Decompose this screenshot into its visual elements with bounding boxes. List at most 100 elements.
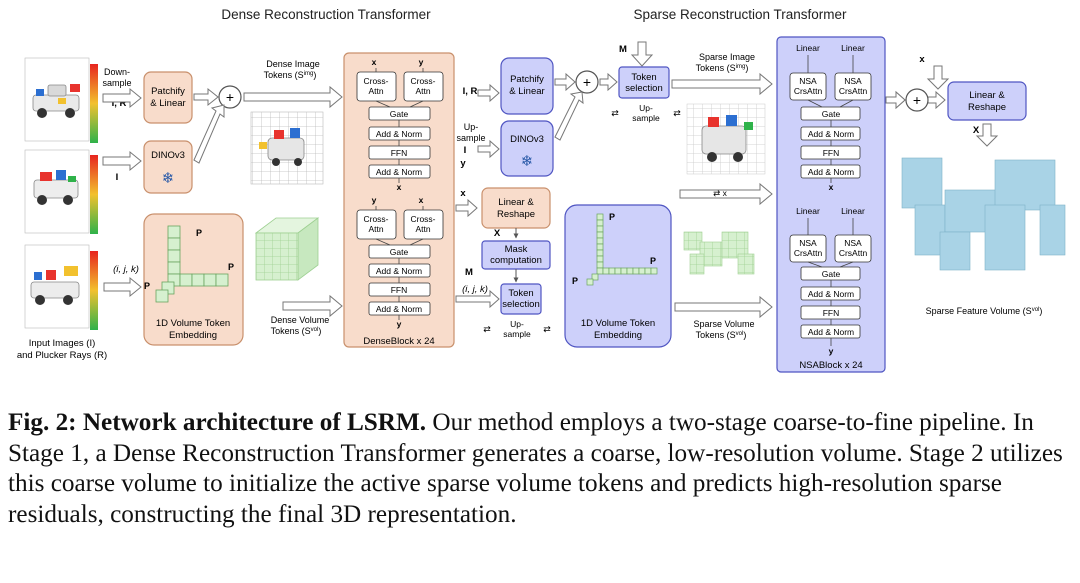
input-caption-line2: and Plucker Rays (R) — [17, 350, 107, 361]
svg-text:Gate: Gate — [390, 109, 409, 119]
swap-icon: ⇄ — [611, 108, 619, 118]
snowflake-icon: ❄ — [521, 153, 534, 170]
svg-text:Patchify& Linear: Patchify& Linear — [150, 86, 185, 109]
middle-upsample-label: Up-sample — [456, 122, 485, 143]
svg-text:+: + — [913, 92, 921, 108]
svg-text:Linear &Reshape: Linear &Reshape — [497, 197, 535, 220]
svg-text:Add & Norm: Add & Norm — [808, 129, 854, 139]
svg-text:Add & Norm: Add & Norm — [376, 266, 422, 276]
middle-patchify-box: Patchify& Linear — [500, 57, 554, 115]
svg-text:y: y — [829, 346, 834, 356]
input-image-2 — [24, 149, 98, 234]
input-caption-line1: Input Images (I) — [29, 338, 96, 349]
svg-text:Add & Norm: Add & Norm — [376, 304, 422, 314]
svg-text:1D Volume Token: 1D Volume Token — [581, 318, 655, 329]
dense-volume-embedding-box: P P P 1D Volume Token Embedding — [143, 213, 244, 346]
svg-text:y: y — [397, 319, 402, 329]
output-add-node: + — [905, 88, 929, 112]
svg-text:Cross-Attn: Cross-Attn — [363, 214, 388, 234]
input-image-3 — [24, 244, 98, 330]
middle-i-label: I — [464, 145, 467, 156]
svg-text:NSABlock x 24: NSABlock x 24 — [799, 360, 862, 371]
svg-text:Gate: Gate — [390, 247, 409, 257]
sparse-feature-volume — [901, 157, 1066, 271]
hollow-arrows-middle — [455, 83, 500, 309]
svg-text:1D Volume Token: 1D Volume Token — [156, 318, 230, 329]
dense-patchify-box: Patchify& Linear — [143, 71, 193, 124]
denseblock-lower: y x Cross-Attn Cross-Attn Gate Add & Nor… — [356, 195, 444, 329]
svg-text:Embedding: Embedding — [169, 330, 217, 341]
input-image-1 — [24, 57, 98, 143]
figure-caption: Fig. 2: Network architecture of LSRM. Ou… — [8, 408, 1074, 530]
caption-text: Our method employs a two-stage coarse-to… — [8, 409, 1063, 528]
denseblock-upper: x y Cross-Attn Cross-Attn Gate Add & Nor… — [356, 57, 444, 192]
svg-text:P: P — [650, 256, 656, 266]
dense-image-token-grid — [250, 111, 324, 185]
svg-text:P: P — [572, 276, 578, 286]
input-ir-label: I, R — [112, 98, 127, 109]
mimg-label: M — [619, 44, 627, 55]
svg-text:Linear &Reshape: Linear &Reshape — [968, 90, 1006, 113]
upsample-upper-label: Up-sample — [632, 103, 660, 123]
middle-ijk-label: (i, j, k) — [462, 284, 488, 295]
svg-text:x: x — [397, 182, 402, 192]
toy-car-icon — [30, 266, 80, 305]
sparse-volume-embedding-box: P P P 1D Volume Token Embedding — [564, 204, 672, 348]
svg-text:Linear: Linear — [841, 206, 865, 216]
output-linear-reshape-box: Linear &Reshape — [947, 81, 1027, 121]
svg-text:FFN: FFN — [391, 285, 408, 295]
svg-text:FFN: FFN — [823, 308, 840, 318]
middle-ir-label: I, R — [463, 86, 478, 97]
svg-text:Linear: Linear — [796, 43, 820, 53]
sparse-title: Sparse Reconstruction Transformer — [633, 7, 847, 22]
dense-dinov3-box: DINOv3 ❄ — [143, 140, 193, 194]
svg-text:P: P — [196, 228, 202, 238]
middle-dinov3-box: DINOv3 ❄ — [500, 120, 554, 177]
snowflake-icon: ❄ — [162, 170, 175, 187]
svg-text:Cross-Attn: Cross-Attn — [363, 76, 388, 96]
sparse-add-node: + — [575, 70, 599, 94]
svg-text:Add & Norm: Add & Norm — [808, 167, 854, 177]
toy-car-icon — [33, 170, 79, 205]
svg-text:+: + — [583, 74, 591, 90]
upsample-lower-label: Up-sample — [503, 319, 531, 339]
hollow-arrows-output — [885, 90, 906, 110]
svg-text:Patchify& Linear: Patchify& Linear — [509, 74, 544, 97]
swap-icon: ⇄ — [673, 108, 681, 118]
svg-text:Add & Norm: Add & Norm — [376, 167, 422, 177]
hollow-arrows-sparse-mid — [554, 41, 999, 319]
dense-add-node: + — [218, 85, 242, 109]
output-xd-up-label: x — [919, 54, 925, 65]
svg-text:DINOv3: DINOv3 — [510, 134, 544, 145]
svg-text:FFN: FFN — [391, 148, 408, 158]
downsample-label: Down-sample — [102, 67, 131, 88]
sparse-image-token-grid — [686, 103, 766, 175]
svg-text:Add & Norm: Add & Norm — [808, 289, 854, 299]
sparse-xy-up-label: ⇄ x — [713, 188, 727, 198]
dense-voxel-cube — [254, 217, 320, 281]
toy-car-icon — [32, 84, 80, 118]
input-i-label: I — [116, 172, 119, 183]
hollow-arrows-input — [102, 87, 142, 298]
swap-icon: ⇄ — [483, 324, 491, 334]
sparse-feature-volume-label: Sparse Feature Volume (Svol) — [926, 306, 1043, 316]
svg-text:Gate: Gate — [822, 269, 841, 279]
svg-text:+: + — [226, 89, 234, 105]
middle-linear-reshape-box: Linear &Reshape — [481, 187, 551, 229]
input-ijk-label: (i, j, k) — [113, 264, 139, 275]
svg-text:Linear: Linear — [796, 206, 820, 216]
svg-text:DINOv3: DINOv3 — [151, 150, 185, 161]
sparse-voxel-blob — [683, 231, 755, 275]
svg-text:Cross-Attn: Cross-Attn — [410, 214, 435, 234]
